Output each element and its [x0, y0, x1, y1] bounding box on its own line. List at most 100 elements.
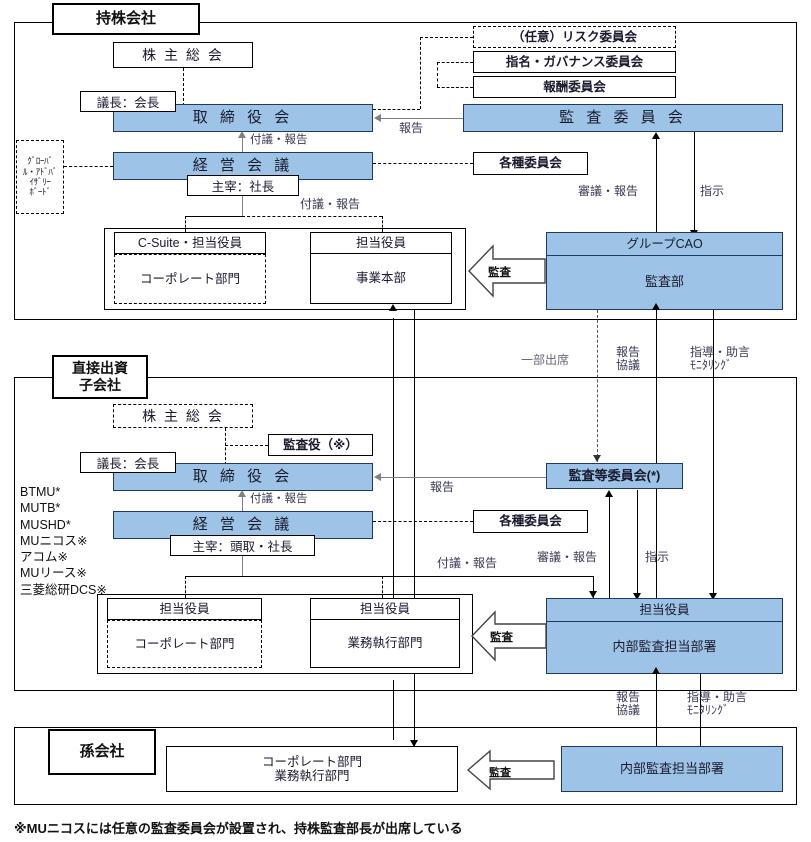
subsidiary-executive-committee: 経 営 会 議 — [113, 511, 373, 539]
label-sub-report: 報告 — [430, 480, 455, 494]
holding-csuite-officer: C-Suite・担当役員 — [114, 232, 266, 254]
label-holding-report-1: 報告 — [399, 121, 424, 135]
arrowhead-guidance-advice-down — [709, 593, 717, 600]
line-sub-bus-h-right — [242, 576, 593, 578]
line-divisions-to-exec — [242, 196, 244, 216]
label-sub-deliberate-report: 審議・報告 — [537, 550, 598, 564]
arrowhead-report-consult-up — [652, 303, 660, 310]
holding-compensation-committee: 報酬委員会 — [473, 76, 676, 98]
arrowhead-sub-internalaudit-to-committee — [605, 490, 613, 497]
holding-risk-committee: （任意）リスク委員会 — [473, 26, 676, 48]
line-subsidiary-sm-down — [225, 428, 226, 465]
subsidiary-frame — [14, 377, 797, 691]
line-holding-exec-to-board — [242, 138, 244, 154]
label-subsub-audit: 監査 — [489, 767, 511, 779]
arrowhead-subsub-report-up — [652, 667, 660, 674]
label-sub-audit: 監査 — [490, 632, 513, 644]
line-sub-exec-to-board — [242, 497, 244, 513]
subsubsidiary-divisions: コーポレート部門 業務執行部門 — [166, 746, 458, 792]
line-bus-to-bizhq — [382, 216, 383, 232]
line-subsub-up — [393, 680, 395, 740]
subsidiary-entity-list: BTMU* MUTB* MUSHD* MUニコス※ アコム※ MUリース※ 三菱… — [20, 485, 107, 597]
subsidiary-operations-division: 業務執行部門 — [310, 620, 460, 668]
diagram-footnote: ※MUニコスには任意の監査委員会が設置され、持株監査部長が出席している — [14, 821, 463, 836]
arrowhead-sub-exec-to-board — [238, 490, 246, 497]
arrowhead-sub-to-holding-up — [389, 304, 397, 311]
line-sub-divisions-to-exec — [242, 556, 244, 576]
line-sub-bus-to-operations — [382, 576, 383, 598]
line-subsub-down — [414, 674, 416, 746]
holding-various-committees: 各種委員会 — [473, 152, 588, 175]
arrowhead-auditdept-to-auditcommittee — [652, 132, 660, 139]
subsidiary-board-chair-label: 議長：会長 — [80, 452, 176, 473]
subsidiary-corporate-division: コーポレート部門 — [107, 620, 262, 668]
subsubsidiary-internal-audit-dept: 内部監査担当部署 — [561, 746, 783, 792]
label-guidance-advice-2: 指導・助言 ﾓﾆﾀﾘﾝｸﾞ — [687, 690, 748, 718]
holding-corporate-division: コーポレート部門 — [114, 254, 266, 304]
global-advisory-board: ｸﾞﾛｰﾊﾞ ﾙ・ｱﾄﾞﾊﾞ ｲｻﾞﾘｰ ﾎﾞｰﾄﾞ — [16, 140, 64, 214]
label-guidance-advice-1: 指導・助言 ﾓﾆﾀﾘﾝｸﾞ — [690, 345, 751, 373]
line-holding-bus-to-nomination — [437, 62, 473, 63]
line-subsub-guidance-down — [700, 674, 702, 754]
line-sub-auditcommittee-to-board — [381, 477, 546, 479]
line-holding-shareholders-to-board — [183, 68, 184, 106]
subsidiary-responsible-officer-left: 担当役員 — [107, 598, 262, 620]
label-partial-attendance: 一部出席 — [521, 353, 570, 367]
line-subsidiary-sm-to-auditor — [225, 445, 268, 446]
line-holding-bus-to-risk — [420, 37, 473, 38]
subsidiary-audit-block-arrow — [470, 608, 548, 664]
holding-nomination-governance-committee: 指名・ガバナンス委員会 — [473, 51, 676, 73]
line-holding-bus-nomination-stub — [437, 62, 438, 87]
arrowhead-sub-auditcommittee-to-board — [374, 472, 381, 481]
subsidiary-divisions-frame — [97, 594, 473, 674]
holding-audit-block-arrow — [467, 242, 547, 300]
holding-exec-chair-label: 主宰：社長 — [187, 175, 299, 196]
line-sub-to-holding-up — [393, 318, 395, 602]
line-auditcommittee-to-cao — [694, 132, 696, 232]
arrowhead-sub-committee-instruct — [633, 593, 641, 600]
line-sub-exec-to-various — [373, 521, 473, 522]
line-holding-bus-to-compensation — [437, 87, 473, 88]
line-holding-committee-bus-vertical — [420, 37, 421, 109]
line-guidance-advice-down — [713, 310, 715, 600]
label-sub-submit-report-2: 付議・報告 — [437, 556, 498, 570]
subsubsidiary-audit-block-arrow — [466, 748, 556, 792]
line-divisions-bus-h — [185, 216, 243, 218]
holding-company-tag: 持株会社 — [52, 3, 200, 35]
line-exec-to-various-committees — [373, 163, 473, 164]
line-audit-committee-to-board — [381, 118, 463, 120]
label-holding-submit-report-2: 付議・報告 — [300, 197, 361, 211]
line-holding-to-sub-down — [414, 310, 416, 610]
subsidiary-various-committees: 各種委員会 — [473, 510, 588, 533]
line-sub-committee-instruct — [637, 490, 639, 595]
holding-audit-committee: 監 査 委 員 会 — [463, 104, 783, 132]
label-report-consult-1: 報告 協議 — [616, 345, 641, 373]
label-report-consult-2: 報告 協議 — [616, 690, 641, 718]
holding-business-hq: 事業本部 — [310, 254, 452, 304]
subsidiary-tag: 直接出資 子会社 — [52, 355, 148, 399]
line-report-consult-up — [656, 310, 658, 600]
arrowhead-holding-exec-to-board — [238, 131, 246, 138]
line-auditdept-to-auditcommittee — [656, 139, 658, 239]
label-holding-audit: 監査 — [488, 267, 511, 279]
label-holding-submit-report-1: 付議・報告 — [250, 134, 308, 146]
subsidiary-auditor: 監査役（※） — [268, 434, 373, 456]
label-holding-deliberate-report: 審議・報告 — [578, 184, 639, 198]
subsidiary-responsible-officer-right: 担当役員 — [546, 598, 783, 622]
line-sub-internalaudit-to-committee — [609, 497, 611, 600]
label-holding-instruction: 指示 — [700, 184, 725, 198]
label-sub-instruction: 指示 — [645, 550, 670, 564]
holding-operating-frame — [104, 228, 466, 310]
arrowhead-audit-committee-to-board — [374, 113, 381, 122]
arrowhead-subsub-down — [410, 740, 418, 747]
holding-responsible-officer: 担当役員 — [310, 232, 452, 254]
line-partial-attendance — [597, 310, 598, 462]
line-sub-bus-to-corporate — [185, 576, 186, 598]
line-bus-h-to-bizhq — [242, 216, 382, 217]
line-bus-to-corporate-div — [185, 216, 186, 232]
line-advisory-to-exec — [64, 166, 113, 167]
subsidiary-shareholders-meeting: 株 主 総 会 — [113, 404, 253, 428]
holding-group-cao: グループCAO — [546, 232, 783, 256]
holding-company-frame — [14, 22, 797, 320]
